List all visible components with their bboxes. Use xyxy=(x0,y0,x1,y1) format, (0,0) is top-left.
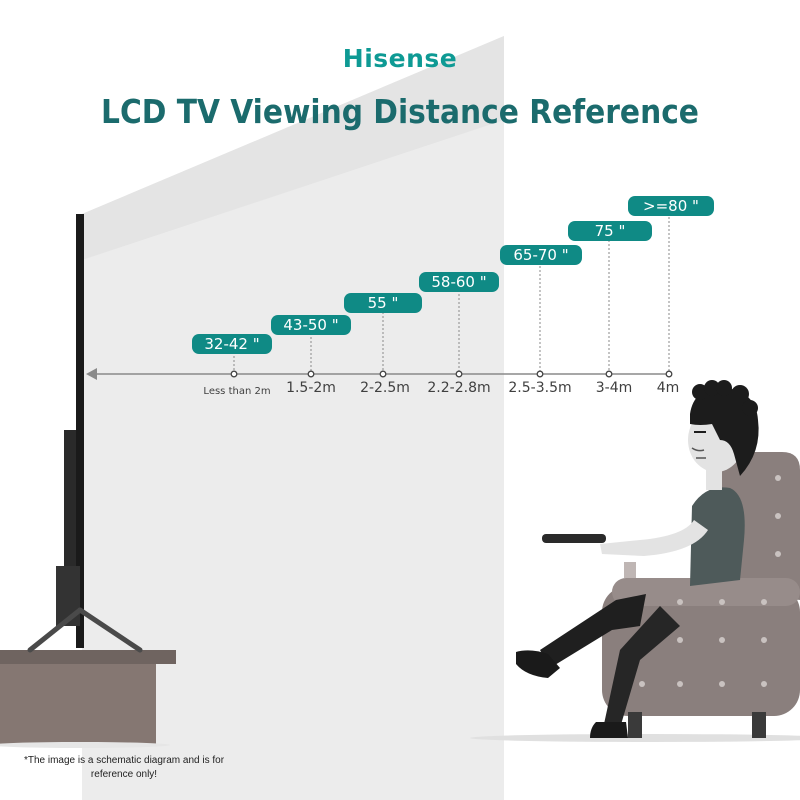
size-label-75: 75 " xyxy=(568,221,652,241)
marker-dot xyxy=(455,370,463,378)
person-illustration xyxy=(516,380,759,738)
tv-side-view xyxy=(27,214,143,653)
tv-cabinet xyxy=(0,650,176,748)
footnote: *The image is a schematic diagram and is… xyxy=(23,755,225,780)
distance-label-4m: 4m xyxy=(656,380,680,396)
distance-label-3-4m: 3-4m xyxy=(595,380,633,396)
size-label-32-42: 32-42 " xyxy=(192,334,272,354)
page-title: LCD TV Viewing Distance Reference xyxy=(101,92,699,131)
cup xyxy=(624,562,636,578)
marker-dot xyxy=(307,370,315,378)
size-label-55: 55 " xyxy=(344,293,422,313)
remote-control xyxy=(542,534,606,543)
viewing-beam xyxy=(82,36,504,800)
viewing-beam-shade xyxy=(82,36,504,260)
guide-lines xyxy=(233,213,670,372)
brand-logo: Hisense xyxy=(342,44,458,73)
marker-dot xyxy=(379,370,387,378)
size-label-58-60: 58-60 " xyxy=(419,272,499,292)
distance-label-less-than-2m: Less than 2m xyxy=(203,386,271,397)
marker-dot xyxy=(665,370,673,378)
distance-label-1-5-2m: 1.5-2m xyxy=(286,380,336,396)
marker-dot xyxy=(536,370,544,378)
size-label-43-50: 43-50 " xyxy=(271,315,351,335)
distance-label-2-2-5m: 2-2.5m xyxy=(360,380,410,396)
size-label-80-plus: >=80 " xyxy=(628,196,714,216)
marker-dot xyxy=(230,370,238,378)
marker-dot xyxy=(605,370,613,378)
distance-markers xyxy=(230,370,673,378)
size-label-65-70: 65-70 " xyxy=(500,245,582,265)
sofa-illustration xyxy=(602,452,800,738)
axis-arrowhead xyxy=(86,368,97,380)
distance-label-2-5-3-5m: 2.5-3.5m xyxy=(508,380,572,396)
distance-label-2-2-2-8m: 2.2-2.8m xyxy=(427,380,491,396)
